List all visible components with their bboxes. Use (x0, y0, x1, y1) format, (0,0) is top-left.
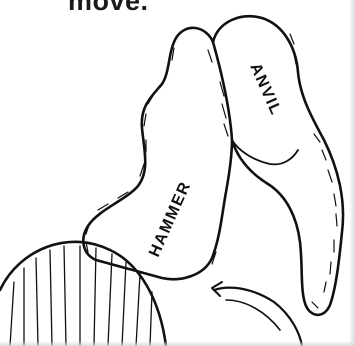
eardrum-ridges (10, 246, 152, 346)
anvil-shading (218, 34, 337, 308)
eardrum-outline (0, 242, 166, 346)
stirrup-inner-line (226, 300, 280, 330)
hammer-shading (86, 48, 216, 264)
stirrup-outline (214, 288, 302, 346)
frame-edge-right (349, 0, 355, 346)
anvil-label: ANVIL (246, 61, 284, 119)
hammer-label: HAMMER (146, 179, 194, 260)
anvil-bone-outline (213, 16, 343, 315)
frame-edge-bottom (0, 341, 355, 346)
